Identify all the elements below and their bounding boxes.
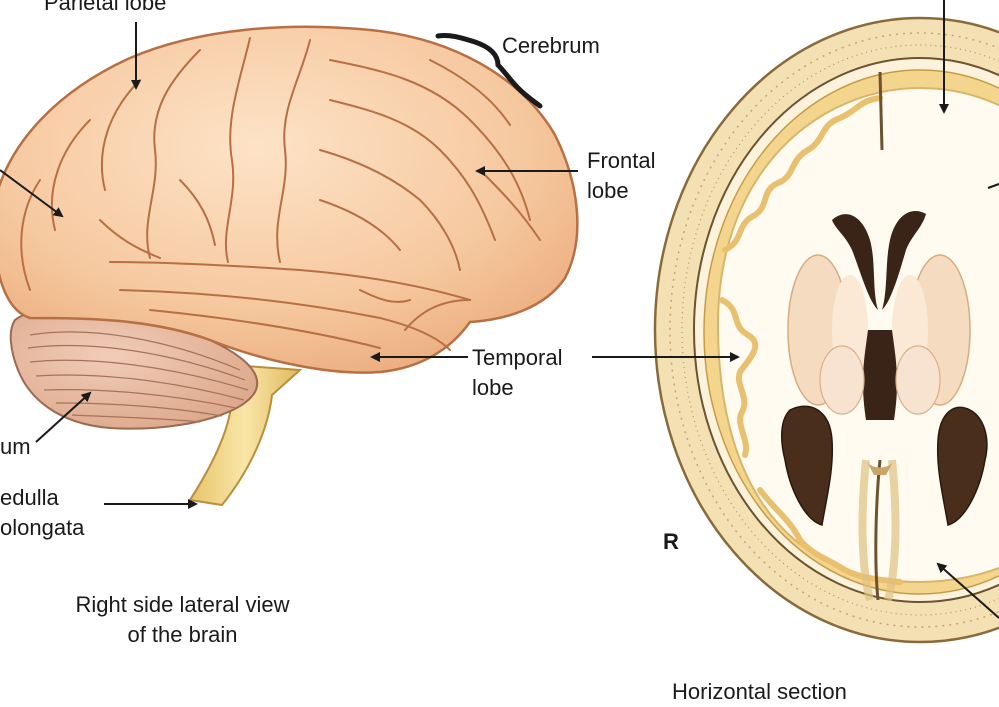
label-frontal-lobe-line2: lobe — [587, 176, 655, 206]
label-cerebrum: Cerebrum — [502, 31, 600, 61]
label-temporal-lobe: Temporal lobe — [472, 343, 562, 403]
label-frontal-lobe: Frontal lobe — [587, 146, 655, 206]
label-medulla-oblongata: edulla olongata — [0, 483, 84, 543]
longitudinal-fissure — [880, 72, 882, 150]
caption-horizontal-section: Horizontal section — [672, 677, 847, 707]
caption-lateral-view: Right side lateral view of the brain — [40, 590, 325, 650]
label-medulla-line1: edulla — [0, 483, 84, 513]
label-right-marker: R — [663, 527, 679, 557]
caption-lateral-line2: of the brain — [40, 620, 325, 650]
label-parietal-lobe: Parietal lobe — [44, 0, 166, 18]
lateral-brain-illustration — [0, 27, 577, 505]
label-medulla-line2: olongata — [0, 513, 84, 543]
caption-lateral-line1: Right side lateral view — [40, 590, 325, 620]
label-frontal-lobe-line1: Frontal — [587, 146, 655, 176]
label-temporal-lobe-line2: lobe — [472, 373, 562, 403]
label-cerebellum-partial: um — [0, 432, 31, 462]
horizontal-section-illustration — [655, 18, 999, 642]
label-temporal-lobe-line1: Temporal — [472, 343, 562, 373]
